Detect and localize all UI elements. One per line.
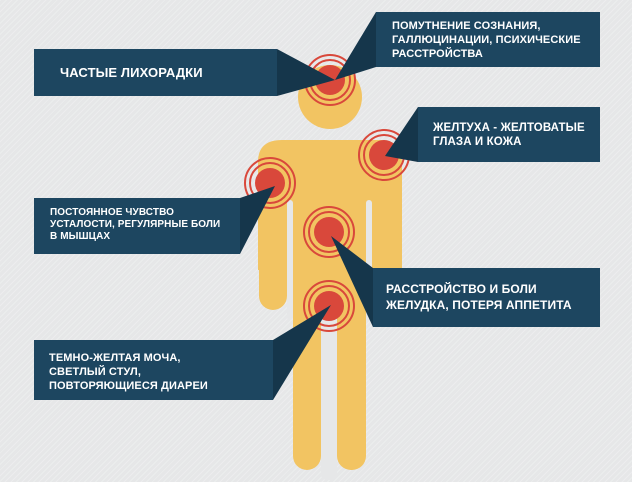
callout-urine-shape [34, 305, 331, 400]
callout-fever-shape [34, 49, 335, 96]
callout-jaundice-text: Желтуха - желтоватые глаза и кожа [433, 122, 585, 148]
callout-mental-text: Помутнение сознания, галлюцинации, психи… [392, 20, 581, 60]
callout-stomach-shape [331, 236, 600, 327]
pain-spot-stomach-icon [303, 206, 355, 258]
callout-mental-shape [335, 12, 600, 80]
callout-stomach-text: Расстройство и боли желудка, потеря аппе… [386, 282, 572, 312]
callout-urine-text: Темно-желтая моча, светлый стул, повторя… [49, 352, 208, 392]
pain-spot-shoulder-left-icon [244, 157, 296, 209]
callout-fatigue-shape [34, 186, 275, 254]
callout-jaundice-shape [385, 107, 600, 162]
callout-fatigue-text: Постоянное чувство усталости, регулярные… [50, 207, 221, 242]
callout-fever-text: Частые лихорадки [60, 65, 203, 80]
